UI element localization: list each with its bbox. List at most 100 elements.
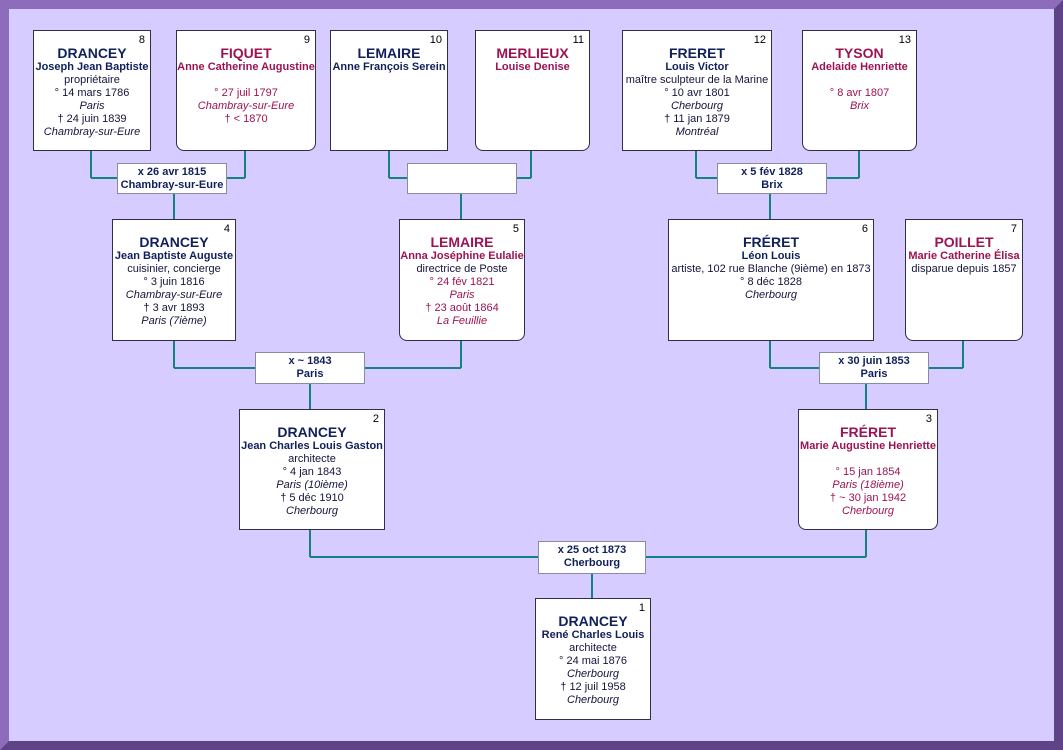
- given-names: Léon Louis: [741, 250, 801, 262]
- occupation: artiste, 102 rue Blanche (9ième) en 1873: [671, 263, 871, 275]
- given-names: Jean Charles Louis Gaston: [241, 440, 383, 452]
- person-4[interactable]: 4 DRANCEY Jean Baptiste Auguste cuisinie…: [112, 219, 236, 341]
- surname: DRANCEY: [57, 45, 127, 61]
- marriage-place: Cherbourg: [563, 557, 621, 569]
- birth-date: ° 4 jan 1843: [282, 466, 342, 478]
- occupation: propriétaire: [64, 74, 120, 86]
- person-6[interactable]: 6 FRÉRET Léon Louis artiste, 102 rue Bla…: [668, 219, 874, 341]
- death-date: † 5 déc 1910: [280, 492, 344, 504]
- surname: POILLET: [934, 234, 994, 250]
- marriage-date: x 5 fév 1828: [741, 166, 803, 178]
- occupation: architecte: [569, 642, 617, 654]
- death-place: La Feuillie: [436, 315, 488, 327]
- marriage-date: x 26 avr 1815: [137, 166, 207, 178]
- person-1[interactable]: 1 DRANCEY René Charles Louis architecte …: [535, 598, 651, 720]
- marriage-place: Brix: [761, 179, 783, 191]
- birth-place: Chambray-sur-Eure: [125, 289, 223, 301]
- sosa-number: 4: [223, 223, 230, 235]
- sosa-number: 8: [138, 34, 145, 46]
- birth-date: ° 8 avr 1807: [829, 87, 890, 99]
- marriage-place: Chambray-sur-Eure: [120, 179, 224, 191]
- birth-date: ° 24 fév 1821: [429, 276, 495, 288]
- given-names: Marie Catherine Élisa: [908, 250, 1020, 262]
- person-8[interactable]: 8 DRANCEY Joseph Jean Baptiste propriéta…: [33, 30, 151, 151]
- marriage-10-11: [407, 163, 517, 194]
- birth-date: ° 8 déc 1828: [740, 276, 802, 288]
- given-names: Marie Augustine Henriette: [800, 440, 936, 452]
- marriage-4-5: x ~ 1843 Paris: [255, 352, 365, 384]
- person-13[interactable]: 13 TYSON Adelaide Henriette ° 8 avr 1807…: [802, 30, 917, 151]
- given-names: Anna Joséphine Eulalie: [400, 250, 524, 262]
- death-place: Chambray-sur-Eure: [43, 126, 141, 138]
- person-9[interactable]: 9 FIQUET Anne Catherine Augustine ° 27 j…: [176, 30, 316, 151]
- death-date: † 23 août 1864: [425, 302, 499, 314]
- marriage-place: Paris: [860, 368, 888, 380]
- birth-place: Cherbourg: [745, 289, 797, 301]
- birth-place: Cherbourg: [671, 100, 723, 112]
- surname: FIQUET: [220, 45, 272, 61]
- marriage-date: x 30 juin 1853: [838, 355, 910, 367]
- sosa-number: 1: [638, 602, 645, 614]
- birth-date: ° 27 juil 1797: [214, 87, 278, 99]
- given-names: Louis Victor: [665, 61, 729, 73]
- given-names: Anne Catherine Augustine: [177, 61, 315, 73]
- birth-place: Chambray-sur-Eure: [197, 100, 295, 112]
- surname: TYSON: [835, 45, 884, 61]
- given-names: Adelaide Henriette: [811, 61, 908, 73]
- marriage-date: x 25 oct 1873: [557, 544, 627, 556]
- surname: DRANCEY: [558, 613, 628, 629]
- person-12[interactable]: 12 FRERET Louis Victor maître sculpteur …: [622, 30, 772, 151]
- sosa-number: 7: [1010, 223, 1017, 235]
- person-7[interactable]: 7 POILLET Marie Catherine Élisa disparue…: [905, 219, 1023, 341]
- sosa-number: 12: [753, 34, 766, 46]
- spacer: [803, 74, 916, 87]
- surname: FRÉRET: [840, 424, 896, 440]
- occupation: maître sculpteur de la Marine: [625, 74, 769, 86]
- marriage-date: x ~ 1843: [288, 355, 332, 367]
- sosa-number: 5: [512, 223, 519, 235]
- death-date: † 12 juil 1958: [560, 681, 626, 693]
- occupation: disparue depuis 1857: [911, 263, 1017, 275]
- surname: DRANCEY: [277, 424, 347, 440]
- person-3[interactable]: 3 FRÉRET Marie Augustine Henriette ° 15 …: [798, 409, 938, 530]
- person-10[interactable]: 10 LEMAIRE Anne François Serein: [330, 30, 448, 151]
- surname: LEMAIRE: [430, 234, 494, 250]
- marriage-6-7: x 30 juin 1853 Paris: [819, 352, 929, 384]
- person-5[interactable]: 5 LEMAIRE Anna Joséphine Eulalie directr…: [399, 219, 525, 341]
- sosa-number: 10: [429, 34, 442, 46]
- birth-date: ° 10 avr 1801: [664, 87, 730, 99]
- birth-place: Paris: [449, 289, 475, 301]
- birth-place: Cherbourg: [567, 668, 619, 680]
- birth-date: ° 15 jan 1854: [835, 466, 901, 478]
- birth-date: ° 24 mai 1876: [559, 655, 627, 667]
- given-names: Joseph Jean Baptiste: [35, 61, 149, 73]
- person-2[interactable]: 2 DRANCEY Jean Charles Louis Gaston arch…: [239, 409, 385, 530]
- surname: FRÉRET: [743, 234, 799, 250]
- birth-date: ° 14 mars 1786: [54, 87, 130, 99]
- sosa-number: 2: [372, 413, 379, 425]
- given-names: Jean Baptiste Auguste: [114, 250, 234, 262]
- death-date: † 11 jan 1879: [664, 113, 730, 125]
- given-names: Anne François Serein: [332, 61, 446, 73]
- death-place: Paris (7ième): [141, 315, 207, 327]
- death-date: † 3 avr 1893: [143, 302, 205, 314]
- sosa-number: 11: [572, 34, 584, 46]
- family-tree: 8 DRANCEY Joseph Jean Baptiste propriéta…: [9, 9, 1054, 741]
- sosa-number: 9: [303, 34, 310, 46]
- marriage-8-9: x 26 avr 1815 Chambray-sur-Eure: [117, 163, 227, 194]
- sosa-number: 13: [898, 34, 911, 46]
- death-date: † 24 juin 1839: [57, 113, 127, 125]
- spacer: [177, 74, 315, 87]
- given-names: Louise Denise: [495, 61, 570, 73]
- surname: LEMAIRE: [357, 45, 421, 61]
- birth-place: Paris: [79, 100, 105, 112]
- person-11[interactable]: 11 MERLIEUX Louise Denise: [475, 30, 590, 151]
- sosa-number: 6: [861, 223, 868, 235]
- death-place: Montréal: [675, 126, 719, 138]
- death-place: Cherbourg: [842, 505, 894, 517]
- death-place: Cherbourg: [567, 694, 619, 706]
- death-place: Cherbourg: [286, 505, 338, 517]
- birth-date: ° 3 juin 1816: [143, 276, 205, 288]
- death-date: † ~ 30 jan 1942: [829, 492, 907, 504]
